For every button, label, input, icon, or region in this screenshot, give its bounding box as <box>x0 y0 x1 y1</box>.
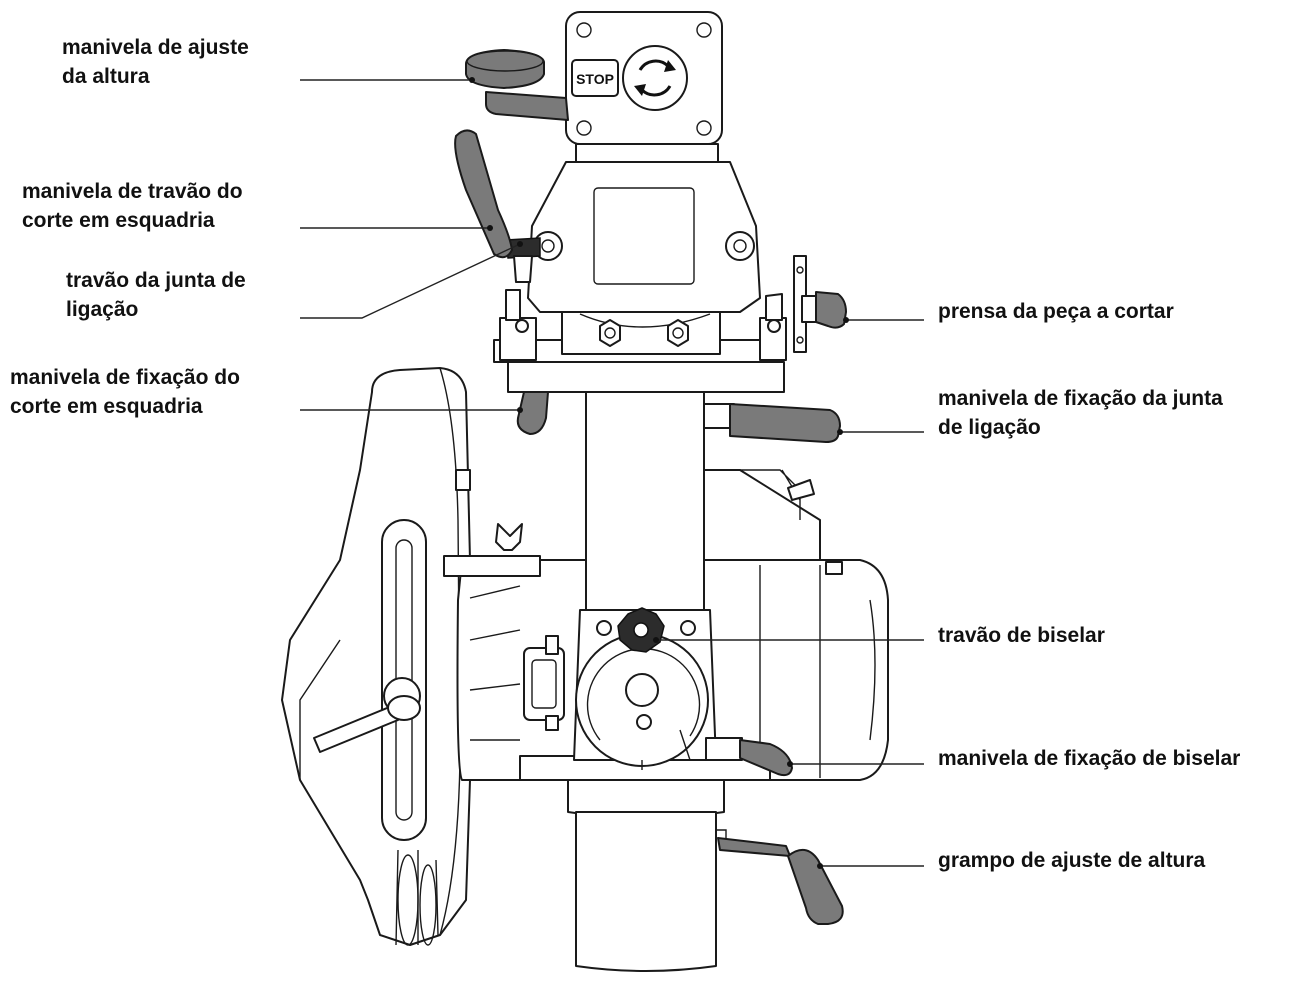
label-joint-clamp-handle: manivela de fixação da junta de ligação <box>938 384 1223 442</box>
miter-lock-handle <box>454 129 513 259</box>
label-line: prensa da peça a cortar <box>938 300 1174 323</box>
label-workpiece-clamp: prensa da peça a cortar <box>938 297 1174 326</box>
switch-box <box>565 11 723 145</box>
guard-knob <box>313 677 421 753</box>
label-line: corte em esquadria <box>10 395 203 418</box>
label-line: corte em esquadria <box>22 209 215 232</box>
bevel-clamp-handle <box>705 737 793 777</box>
label-bevel-clamp-handle: manivela de fixação de biselar <box>938 744 1240 773</box>
label-bevel-lock: travão de biselar <box>938 621 1105 650</box>
height-clamp-handle <box>717 837 844 925</box>
label-line: da altura <box>62 65 150 88</box>
label-line: travão de biselar <box>938 624 1105 647</box>
label-joint-lock: travão da junta de ligação <box>66 266 246 324</box>
label-line: grampo de ajuste de altura <box>938 849 1206 872</box>
bevel-plate <box>519 607 771 781</box>
label-miter-lock-handle: manivela de travão do corte em esquadria <box>22 177 243 235</box>
label-line: ligação <box>66 298 139 321</box>
label-line: manivela de travão do <box>22 180 243 203</box>
label-miter-clamp-handle: manivela de fixação do corte em esquadri… <box>10 363 240 421</box>
label-line: manivela de ajuste <box>62 36 249 59</box>
miter-clamp-handle <box>516 391 549 435</box>
column <box>585 389 705 621</box>
label-line: manivela de fixação de biselar <box>938 747 1241 770</box>
motor-housing <box>701 469 889 781</box>
arm-head <box>527 143 761 313</box>
stop-button-label: STOP <box>576 71 614 87</box>
carriage-housing <box>443 523 601 781</box>
label-line: manivela de fixação da junta <box>938 387 1223 410</box>
joint-lock <box>505 237 541 283</box>
lower-column <box>567 779 727 972</box>
workpiece-clamp <box>793 255 847 353</box>
arm-crossbar <box>493 289 787 393</box>
label-line: manivela de fixação do <box>10 366 240 389</box>
label-line: travão da junta de <box>66 269 246 292</box>
height-adjust-crank <box>465 49 569 121</box>
label-height-clamp: grampo de ajuste de altura <box>938 846 1205 875</box>
label-line: de ligação <box>938 416 1041 439</box>
label-height-crank: manivela de ajuste da altura <box>62 33 249 91</box>
blade-guard <box>281 367 471 946</box>
joint-clamp-handle <box>703 403 841 443</box>
leader-lines <box>300 77 924 869</box>
